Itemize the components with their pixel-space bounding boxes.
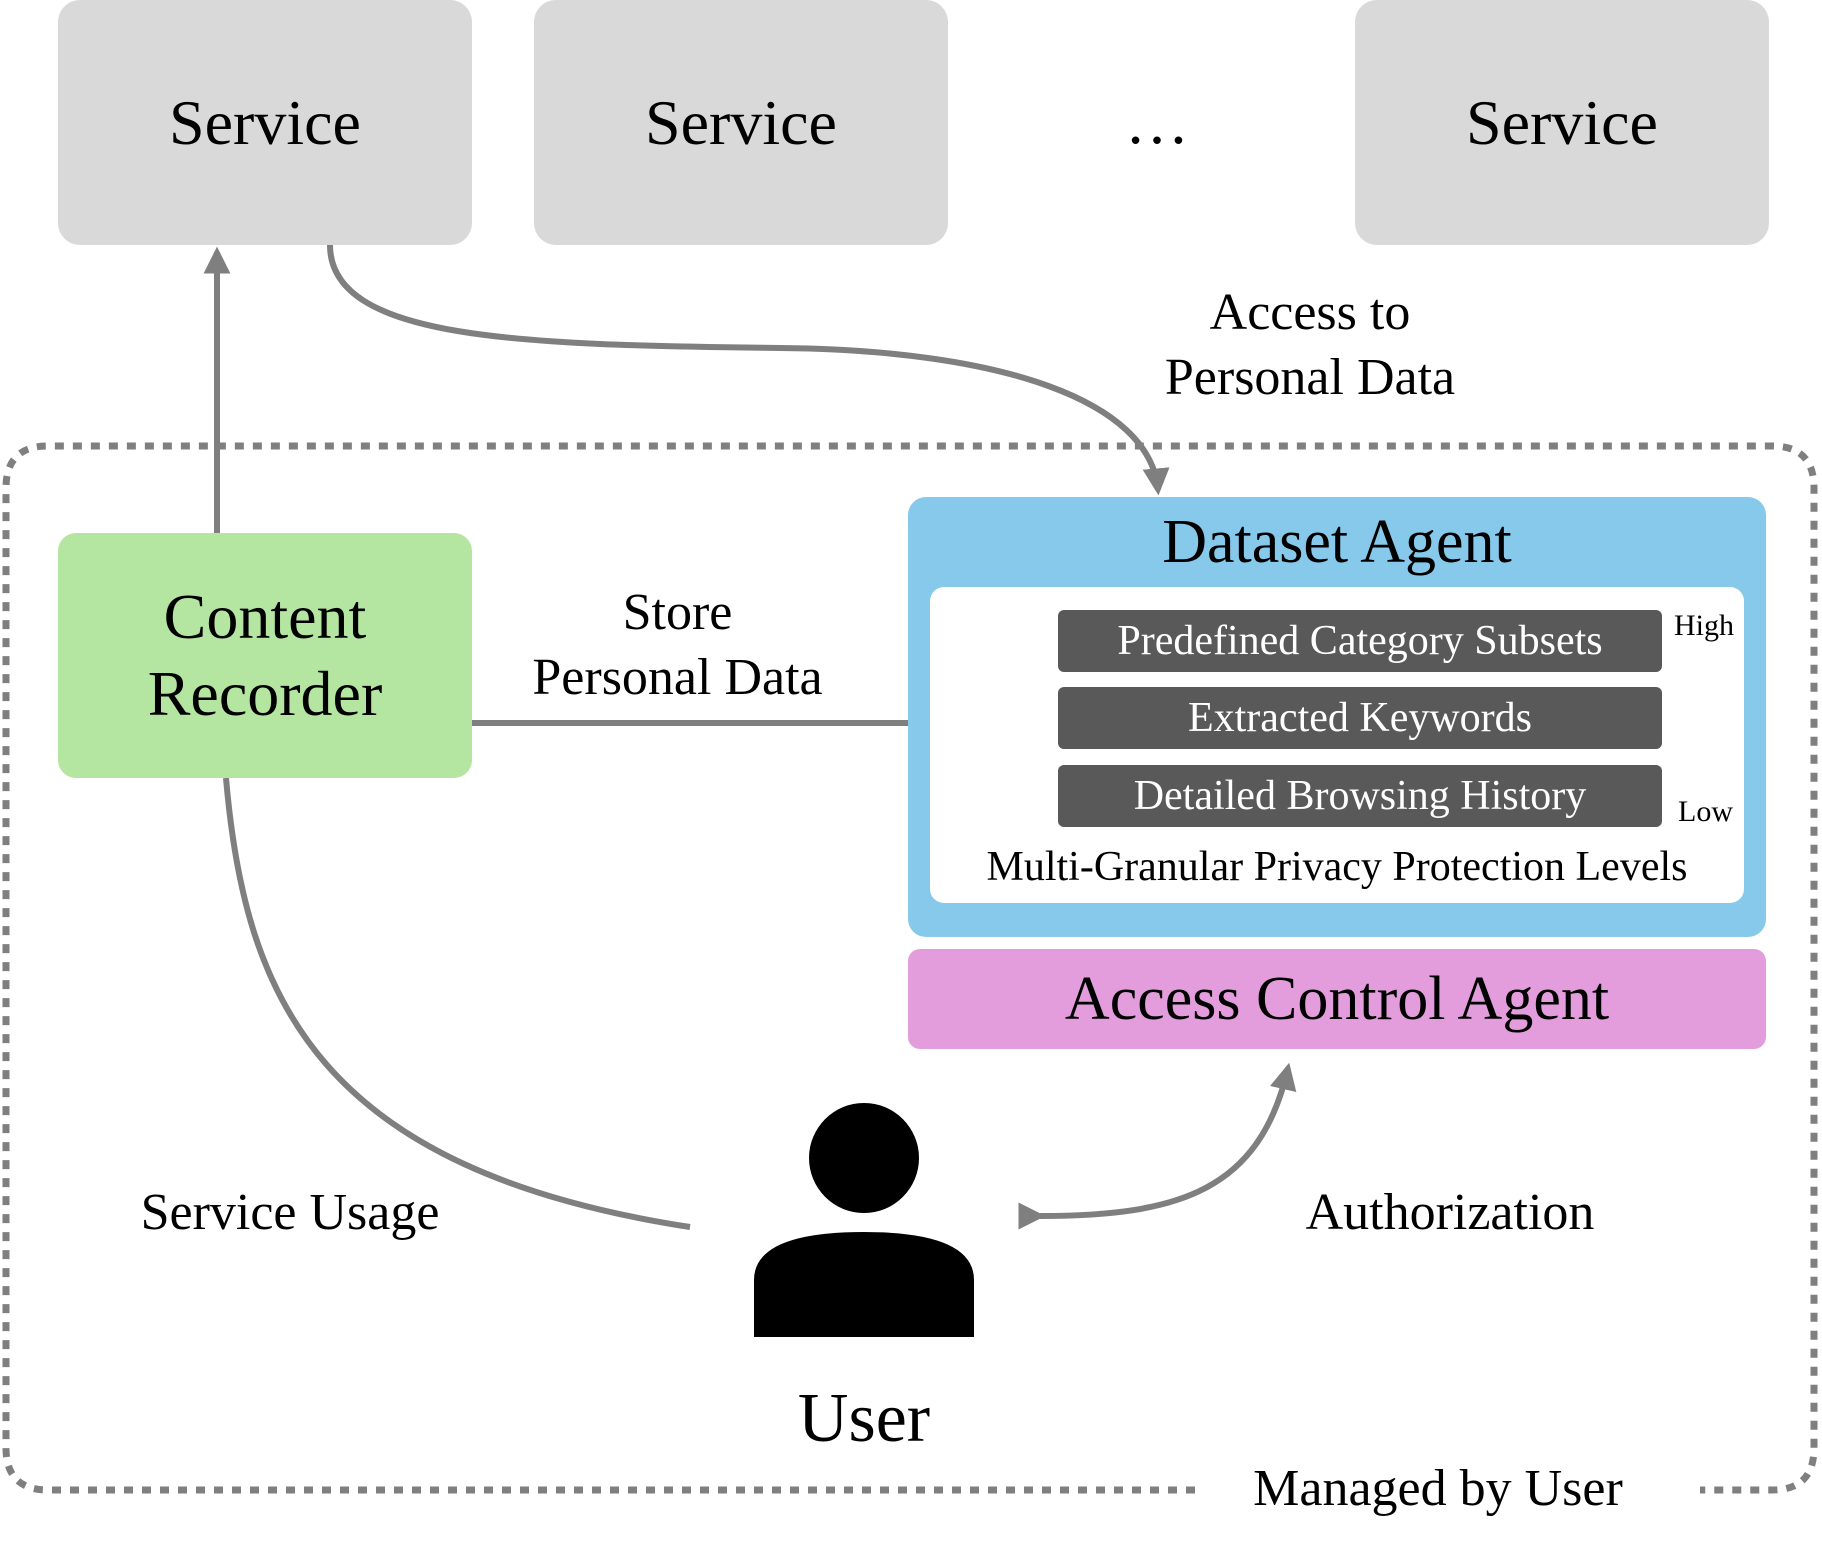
access-control-agent-box: Access Control Agent	[908, 949, 1766, 1049]
dataset-agent-title: Dataset Agent	[1162, 508, 1512, 576]
authorization-label: Authorization	[1305, 1184, 1595, 1241]
scale-high-label: High	[1674, 609, 1734, 642]
scale-low-label: Low	[1678, 795, 1733, 828]
service-box-2: Service	[534, 0, 948, 245]
access-to-personal-data-label: Access to Personal Data	[1164, 284, 1456, 406]
managed-by-user-label: Managed by User	[1253, 1460, 1623, 1517]
user-managed-boundary	[2, 442, 1818, 1494]
access-control-agent-label: Access Control Agent	[1064, 964, 1610, 1033]
store-personal-data-label: Store Personal Data	[532, 584, 823, 706]
services-ellipsis: …	[1125, 86, 1195, 157]
user-person-icon	[754, 1103, 974, 1337]
level-detailed-browsing-history: Detailed Browsing History	[1058, 765, 1662, 827]
user-label: User	[797, 1380, 931, 1457]
authorization-arrow	[1018, 1062, 1297, 1230]
service-box-1-label: Service	[169, 86, 361, 158]
privacy-levels-caption: Multi-Granular Privacy Protection Levels	[986, 844, 1688, 890]
service-box-2-label: Service	[645, 86, 837, 158]
service-box-3-label: Service	[1466, 86, 1658, 158]
service-usage-label: Service Usage	[140, 1184, 440, 1241]
content-recorder-label: Content Recorder	[147, 580, 383, 729]
level-predefined-category-subsets: Predefined Category Subsets	[1058, 610, 1662, 672]
service-usage-curve	[223, 777, 691, 1230]
service-box-1: Service	[58, 0, 472, 245]
arrow-service-to-dataset-agent	[327, 244, 1170, 496]
content-recorder-box: Content Recorder	[58, 533, 472, 778]
level-extracted-keywords: Extracted Keywords	[1058, 687, 1662, 749]
dataset-agent-box: Dataset Agent Predefined Category Subset…	[908, 497, 1766, 937]
service-box-3: Service	[1355, 0, 1769, 245]
privacy-levels-panel: Predefined Category Subsets Extracted Ke…	[930, 587, 1744, 903]
